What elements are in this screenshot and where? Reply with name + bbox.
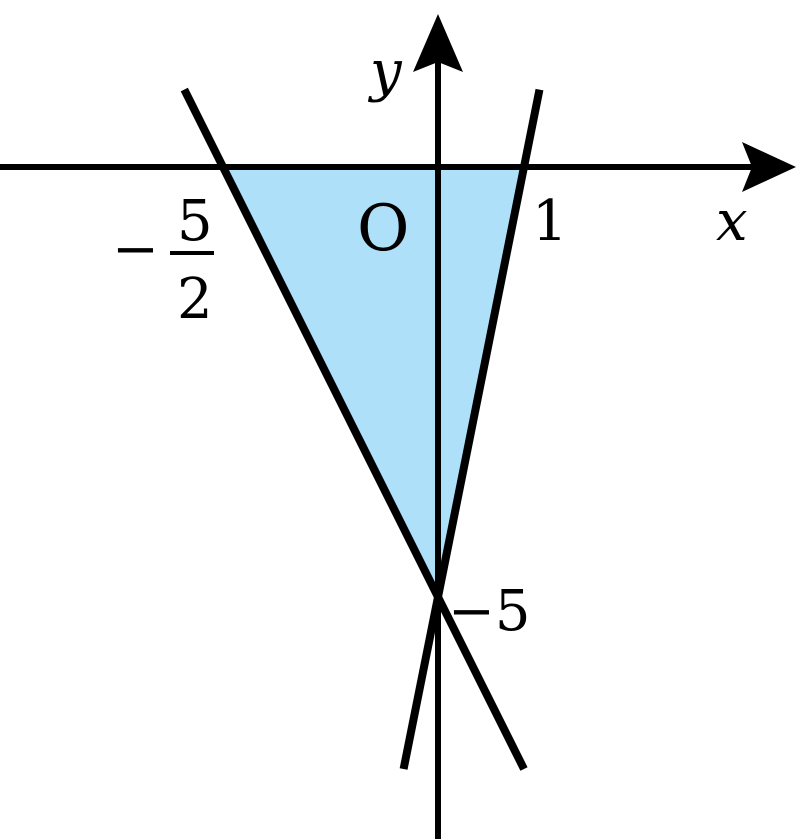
line-y-equals-5x-minus-5 (399, 88, 544, 770)
x-intercept-left-denominator: 2 (177, 267, 213, 332)
origin-label: O (357, 192, 409, 266)
x-axis-arrowhead (742, 142, 796, 192)
y-intercept-label: −5 (448, 579, 531, 644)
line-y-equals-minus-2x-minus-5 (180, 87, 528, 771)
x-intercept-right-label: 1 (532, 189, 568, 254)
x-intercept-left-numerator: 5 (177, 189, 213, 254)
x-intercept-left-sign: − (112, 217, 159, 282)
y-axis-label: y (367, 39, 403, 104)
y-axis-arrowhead (413, 14, 463, 72)
x-axis-label: x (716, 189, 748, 254)
shaded-triangle-region (223, 167, 524, 597)
